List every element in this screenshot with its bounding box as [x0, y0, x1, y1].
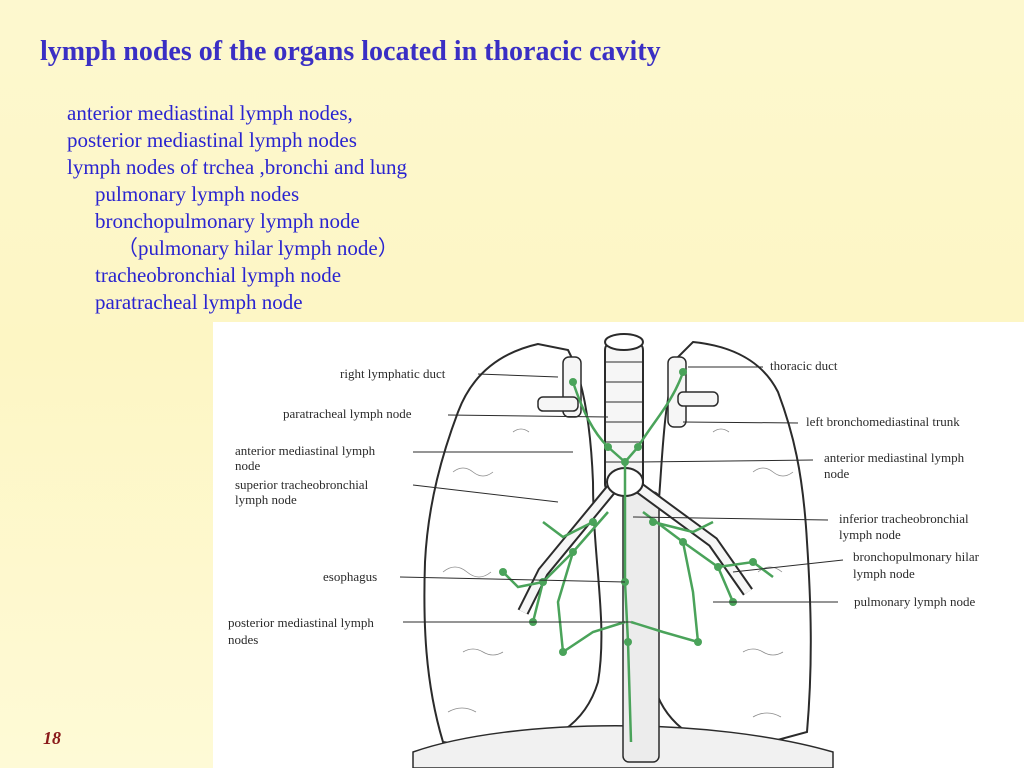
leader-lines [399, 366, 844, 623]
label-pulmonary-lymph-node: pulmonary lymph node [854, 594, 976, 609]
label-right-lymphatic-duct: right lymphatic duct [340, 366, 446, 381]
bullet-item: pulmonary lymph nodes [95, 182, 300, 206]
bullet-item: paratracheal lymph node [95, 290, 303, 314]
label-bronchopulmonary-hilar-1: bronchopulmonary hilar [853, 549, 980, 564]
bullet-list: anterior mediastinal lymph nodes, poster… [67, 100, 407, 316]
label-anterior-mediastinal-left-2: node [235, 458, 261, 473]
label-anterior-mediastinal-right-2: node [824, 466, 850, 481]
bullet-item: anterior mediastinal lymph nodes, [67, 101, 353, 125]
label-bronchopulmonary-hilar-2: lymph node [853, 566, 915, 581]
label-left-bronchomediastinal-trunk: left bronchomediastinal trunk [806, 414, 960, 429]
label-superior-tracheobronchial-2: lymph node [235, 492, 297, 507]
label-thoracic-duct: thoracic duct [770, 358, 838, 373]
label-inferior-tracheobronchial-2: lymph node [839, 527, 901, 542]
bullet-item: bronchopulmonary lymph node [95, 209, 360, 233]
label-anterior-mediastinal-right-1: anterior mediastinal lymph [824, 450, 965, 465]
label-paratracheal-lymph-node: paratracheal lymph node [283, 406, 412, 421]
label-esophagus: esophagus [323, 569, 377, 584]
label-posterior-mediastinal-1: posterior mediastinal lymph [228, 615, 374, 630]
trachea-top [604, 333, 644, 351]
slide-title: lymph nodes of the organs located in tho… [40, 36, 661, 67]
bullet-item: lymph nodes of trchea ,bronchi and lung [67, 155, 407, 179]
bullet-item: （pulmonary hilar lymph node） [117, 236, 399, 260]
thoracic-lymph-diagram: right lymphatic duct paratracheal lymph … [213, 322, 1024, 768]
bullet-item: tracheobronchial lymph node [95, 263, 342, 287]
label-posterior-mediastinal-2: nodes [228, 632, 258, 647]
lung-texture [442, 428, 794, 718]
label-inferior-tracheobronchial-1: inferior tracheobronchial [839, 511, 969, 526]
page-number: 18 [43, 728, 61, 748]
label-anterior-mediastinal-left-1: anterior mediastinal lymph [235, 443, 376, 458]
diagram-svg: right lymphatic duct paratracheal lymph … [228, 333, 980, 768]
label-superior-tracheobronchial-1: superior tracheobronchial [235, 477, 369, 492]
bullet-item: posterior mediastinal lymph nodes [67, 128, 357, 152]
